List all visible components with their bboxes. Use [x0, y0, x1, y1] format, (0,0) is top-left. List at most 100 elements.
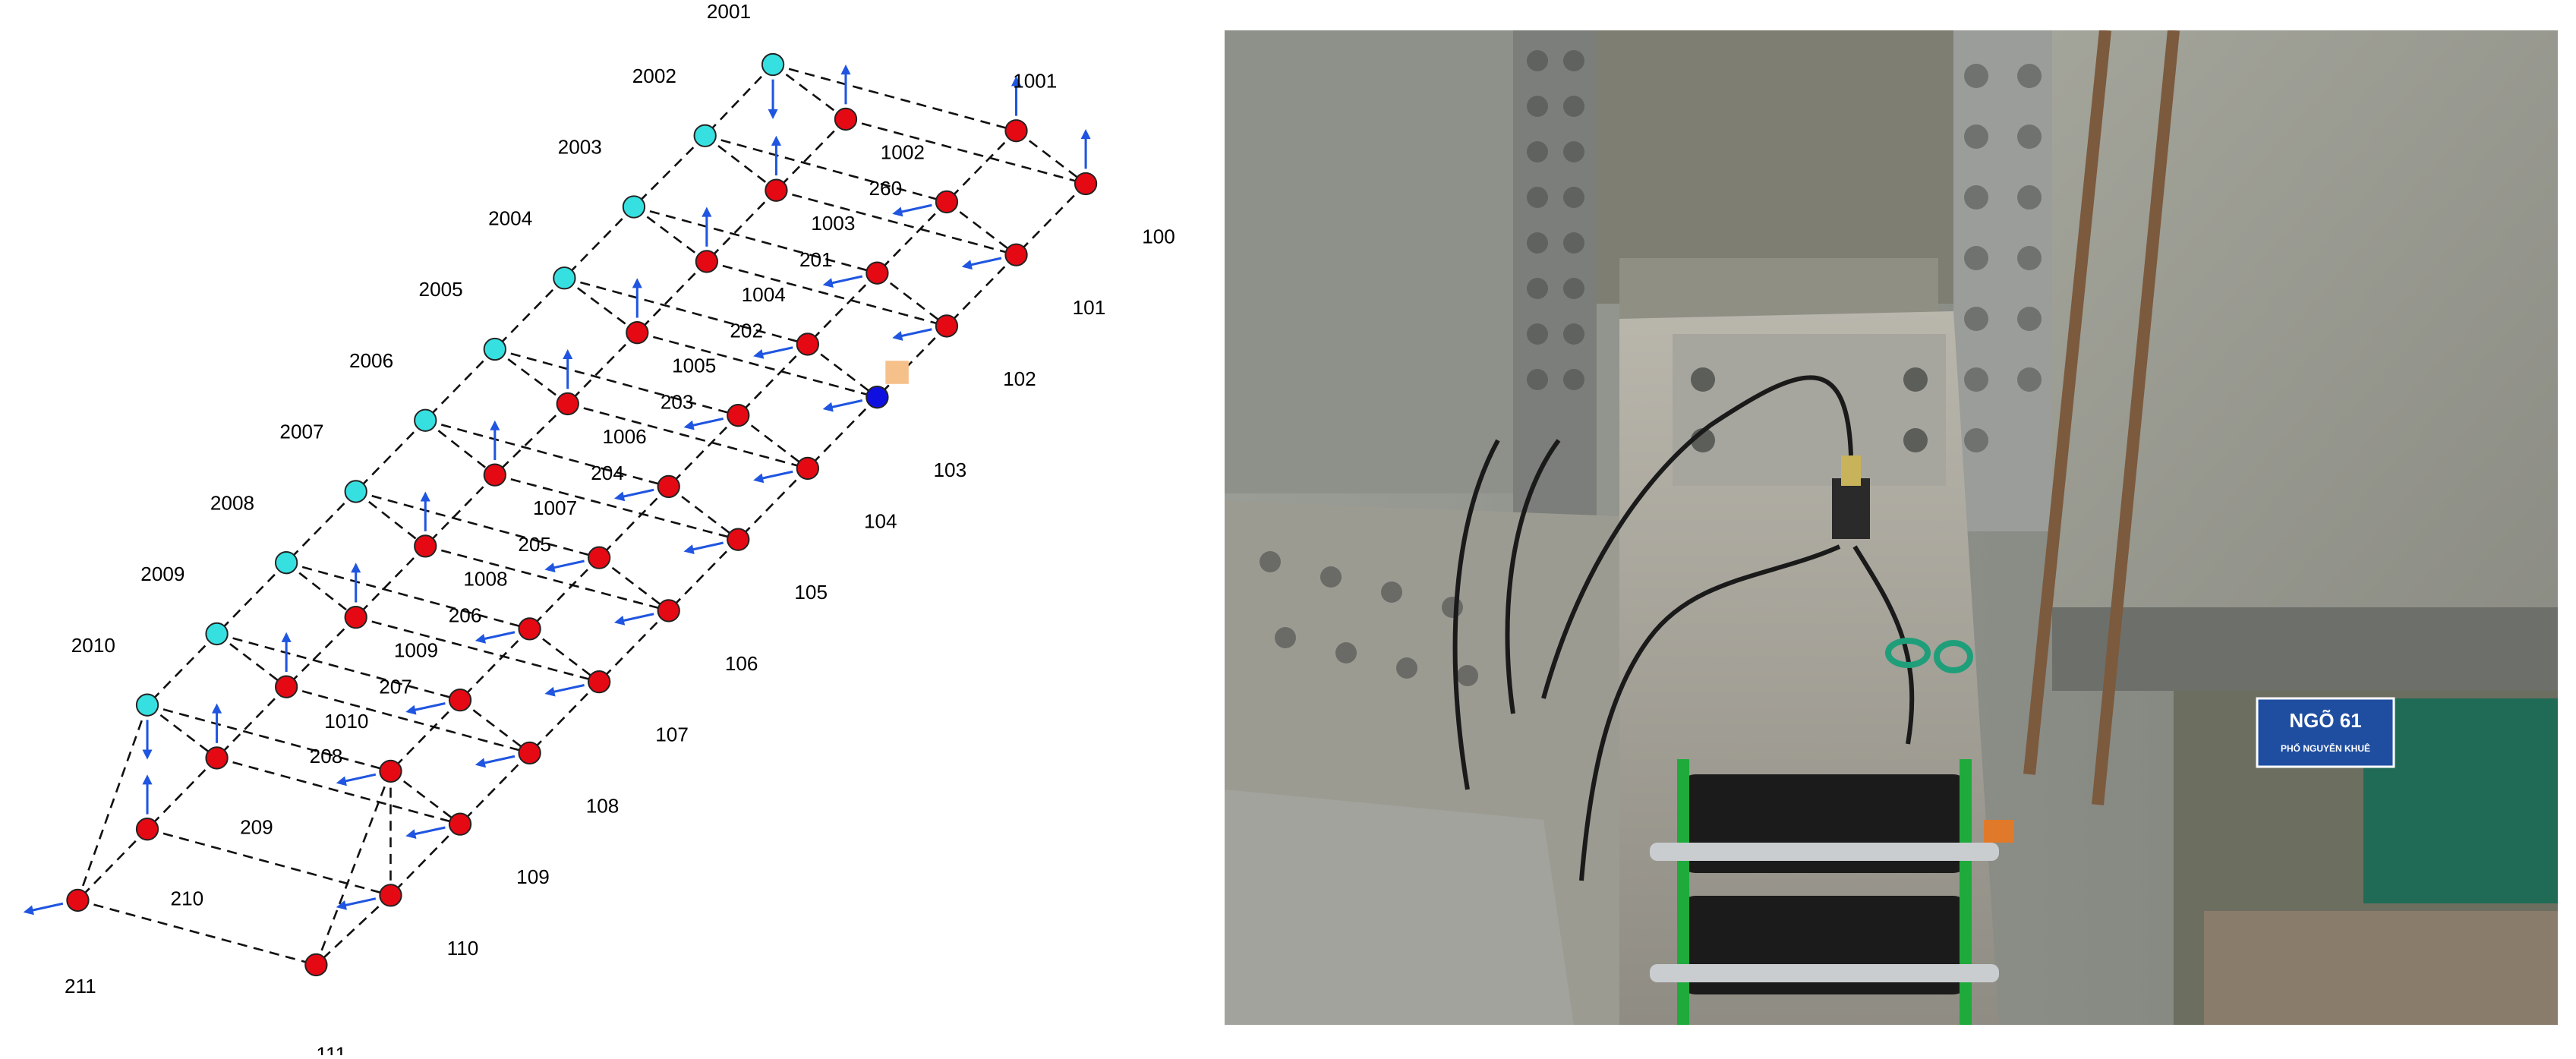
edge-2002-2003 [633, 134, 706, 208]
edge-206-207 [355, 545, 427, 619]
edge-205-206 [424, 474, 496, 547]
node-label-1004: 1004 [742, 283, 786, 306]
node-206 [414, 534, 437, 558]
node-label-103: 103 [934, 459, 967, 481]
edge-2001-2002 [704, 64, 774, 137]
edge-2005-2006 [424, 348, 496, 421]
edge-260-100 [845, 118, 1086, 185]
arrow-2001 [768, 79, 778, 119]
edge-2003-1003 [633, 206, 878, 274]
node-label-204: 204 [591, 462, 624, 484]
arrow-1009 [405, 701, 446, 715]
edge-201-101 [776, 189, 1017, 256]
node-111 [304, 953, 328, 977]
arrow-202 [702, 206, 712, 247]
edge-2005-1005 [494, 348, 739, 417]
edge-260-201 [775, 118, 847, 191]
arrow-2010 [142, 720, 153, 760]
edge-209-109 [216, 757, 461, 825]
arrow-206 [420, 491, 430, 531]
right-stiffener [1953, 30, 2052, 531]
node-label-207: 207 [379, 675, 412, 698]
edge-2004-1004 [564, 276, 809, 345]
arrow-211 [23, 902, 64, 916]
street-sign-line2: PHỐ NGUYỄN KHUÊ [2281, 742, 2370, 754]
reference-sensor-marker [885, 361, 909, 384]
bridge-sensor-photo: NGÕ 61 PHỐ NGUYỄN KHUÊ [1225, 30, 2558, 1025]
node-203 [626, 321, 649, 345]
node-2006 [414, 408, 437, 432]
edge-1004-103 [807, 343, 878, 399]
node-105 [727, 528, 750, 551]
node-label-111: 111 [316, 1042, 346, 1055]
arrow-105 [683, 541, 724, 555]
edge-108-109 [459, 752, 531, 825]
node-label-209: 209 [240, 816, 273, 839]
node-2004 [553, 266, 576, 290]
node-1006 [657, 474, 680, 499]
left-girder-web [1225, 30, 1513, 493]
edge-110-111 [315, 894, 392, 966]
node-107 [588, 670, 611, 694]
edge-1003-102 [876, 272, 947, 327]
arrow-1002 [892, 203, 932, 217]
node-label-107: 107 [655, 723, 689, 746]
node-label-211: 211 [65, 975, 96, 998]
node-label-2009: 2009 [140, 563, 184, 585]
arrow-201 [771, 135, 781, 176]
edge-2006-2007 [355, 419, 427, 493]
accelerometer-sensor [1832, 478, 1870, 539]
node-1004 [796, 333, 819, 356]
node-2005 [483, 337, 506, 361]
node-211 [66, 888, 90, 912]
edge-105-106 [667, 538, 739, 612]
edge-1001-100 [1015, 130, 1086, 185]
arrow-209 [212, 703, 222, 743]
node-label-2004: 2004 [488, 206, 532, 229]
node-2002 [693, 124, 717, 147]
edge-1006-105 [667, 485, 739, 541]
arrow-103 [822, 399, 863, 412]
grid-nodes [66, 52, 1098, 977]
edge-1010-111 [315, 771, 392, 966]
node-label-208: 208 [310, 745, 343, 767]
edge-2002-201 [704, 134, 777, 191]
edge-2010-209 [147, 704, 218, 759]
node-106 [657, 599, 680, 622]
edge-1007-1008 [528, 556, 601, 630]
arrow-109 [405, 826, 446, 839]
node-108 [518, 741, 541, 765]
arrow-1001 [1011, 76, 1022, 116]
arrow-203 [632, 278, 642, 318]
node-260 [834, 107, 858, 131]
node-103 [865, 386, 889, 409]
edge-204-205 [493, 402, 569, 476]
arrow-1006 [613, 488, 654, 502]
edge-1008-107 [528, 628, 600, 683]
arrow-1007 [544, 559, 585, 573]
arrow-204 [563, 348, 573, 389]
arrow-207 [351, 563, 361, 603]
edge-1008-1009 [459, 628, 531, 701]
arrow-205 [490, 420, 500, 461]
edge-203-204 [566, 332, 638, 405]
edge-2008-207 [285, 562, 357, 619]
node-1002 [935, 190, 959, 214]
edge-2005-204 [494, 348, 569, 405]
node-1007 [588, 546, 611, 569]
edge-202-203 [636, 260, 708, 334]
node-label-104: 104 [864, 509, 897, 532]
arrow-260 [840, 65, 851, 105]
node-2003 [622, 195, 646, 219]
edge-2004-2005 [493, 277, 566, 350]
node-label-205: 205 [518, 533, 551, 556]
edge-1006-1007 [598, 486, 670, 559]
edge-204-104 [567, 402, 809, 470]
edge-2007-1007 [355, 490, 600, 559]
node-102 [935, 314, 959, 338]
arrow-101 [961, 257, 1002, 270]
arrow-1005 [683, 418, 724, 430]
node-1005 [727, 404, 750, 427]
node-201 [765, 178, 788, 202]
node-label-100: 100 [1142, 225, 1175, 247]
